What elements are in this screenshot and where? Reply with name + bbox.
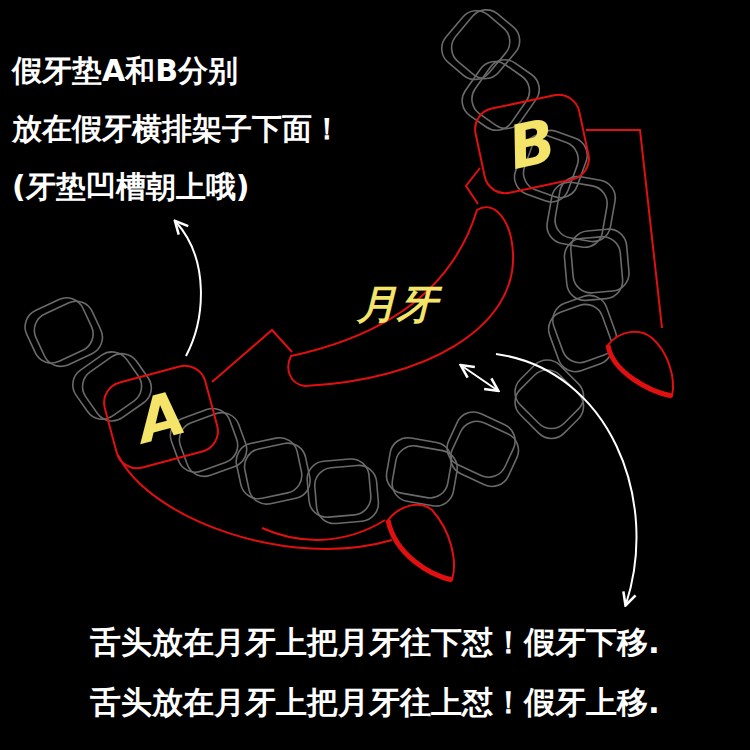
tooth-outline: [445, 415, 525, 492]
leader-arrows: [176, 222, 636, 604]
leader-arrow: [496, 354, 636, 604]
frame-edge: [118, 455, 392, 549]
tooth-outline: [19, 292, 99, 369]
pad-box: A: [98, 360, 224, 474]
frame-edge: [586, 130, 662, 328]
tooth-outline: [444, 2, 527, 85]
tooth-outline: [174, 408, 251, 482]
frame-edge: [212, 330, 292, 382]
tooth-outline: [434, 3, 517, 86]
tooth-outline: [389, 443, 460, 509]
tooth-outline: [508, 362, 591, 445]
frame-edge: [466, 168, 480, 204]
tooth-outline: [441, 406, 521, 483]
leader-arrow: [176, 222, 201, 356]
fang: [388, 332, 673, 580]
tooth-outline: [544, 299, 618, 376]
pad-letter: A: [131, 382, 191, 452]
tooth-outline: [313, 464, 380, 525]
part-name: 月牙: [357, 284, 437, 324]
note-text: 假牙垫A和B分别 放在假牙横排架子下面！ (牙垫凹槽朝上哦): [12, 42, 382, 216]
move-arrow: [462, 366, 497, 390]
crescent-shape: 月牙: [285, 198, 525, 390]
frame-edge: [262, 520, 385, 540]
tooth-outline: [241, 440, 313, 508]
tooth-outline: [28, 295, 108, 372]
pad-letter: B: [503, 110, 560, 178]
note-text: 舌头放在月牙上把月牙往下怼！假牙下移. 舌头放在月牙上把月牙往上怼！假牙上移.: [90, 612, 740, 732]
tooth-outline: [544, 179, 610, 250]
